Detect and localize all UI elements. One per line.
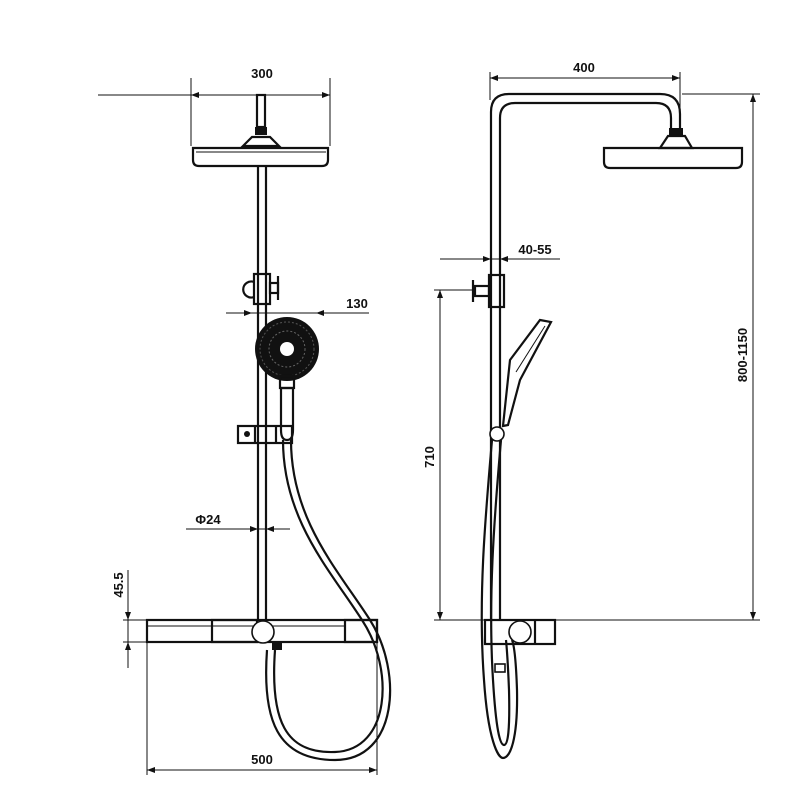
label-wall-offset: 40-55	[518, 242, 551, 257]
side-hose-icon	[480, 439, 519, 760]
slide-holder-icon	[236, 424, 294, 445]
side-shower-head-icon	[602, 128, 744, 170]
hose-icon	[265, 439, 392, 762]
side-hand-shower-icon	[489, 318, 553, 442]
dimension-pipe-diameter: Φ24	[186, 512, 290, 532]
label-total-height: 800-1150	[735, 328, 750, 382]
label-valve-width: 500	[251, 752, 273, 767]
shower-head-icon	[191, 93, 330, 168]
side-view: 400 40-55	[422, 60, 760, 760]
thermostatic-valve-icon	[145, 618, 379, 650]
dimension-wall-offset: 40-55	[440, 240, 560, 275]
front-view: 300 130	[98, 66, 392, 775]
side-bracket-icon	[471, 273, 506, 309]
label-handshower: 130	[346, 296, 368, 311]
dimension-valve-height: 45.5	[111, 570, 147, 668]
dimension-holder-height: 710	[422, 289, 491, 621]
label-valve-height: 45.5	[111, 572, 126, 597]
hand-shower-icon	[255, 317, 319, 442]
label-arm-reach: 400	[573, 60, 595, 75]
dimension-valve-width: 500	[146, 642, 378, 775]
riser-arm	[489, 92, 682, 620]
wall-bracket-icon	[242, 272, 280, 306]
dimension-total-height: 800-1150	[555, 93, 760, 621]
side-valve-icon	[483, 618, 557, 673]
label-pipe-diameter: Φ24	[195, 512, 221, 527]
label-holder-height: 710	[422, 446, 437, 468]
riser-rail	[256, 167, 268, 620]
dimension-head-width: 300	[98, 66, 331, 146]
dimension-arm-reach: 400	[489, 60, 681, 125]
dimension-handshower: 130	[226, 296, 369, 316]
label-head-width: 300	[251, 66, 273, 81]
